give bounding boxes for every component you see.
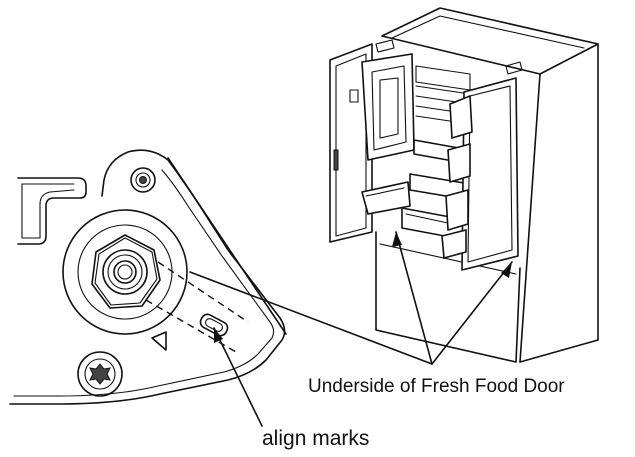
detail-leader-line: [189, 271, 433, 365]
bottom-screw-icon: [77, 351, 123, 397]
hinge-detail: [9, 149, 287, 405]
hinge-plate-outline: [9, 149, 286, 405]
torx-head-icon: [89, 363, 111, 385]
refrigerator-illustration: [329, 7, 599, 363]
top-screw-icon: [130, 167, 156, 193]
hinge-pin-hex: [91, 234, 161, 309]
align-marks-label: align marks: [262, 427, 369, 450]
align-dashed-line-upper: [157, 261, 249, 323]
align-mark-slot-icon: [199, 313, 229, 337]
hinge-pin-outer-ring: [62, 209, 188, 335]
align-marks-leader: [213, 327, 263, 427]
door-callout-arrows: [392, 231, 513, 365]
cabinet-right-side: [519, 43, 599, 363]
hinge-bracket-outline: [17, 177, 87, 245]
door-callout-label: Underside of Fresh Food Door: [308, 376, 565, 397]
door-bin: [361, 181, 411, 215]
triangle-mark-icon: [151, 331, 167, 351]
